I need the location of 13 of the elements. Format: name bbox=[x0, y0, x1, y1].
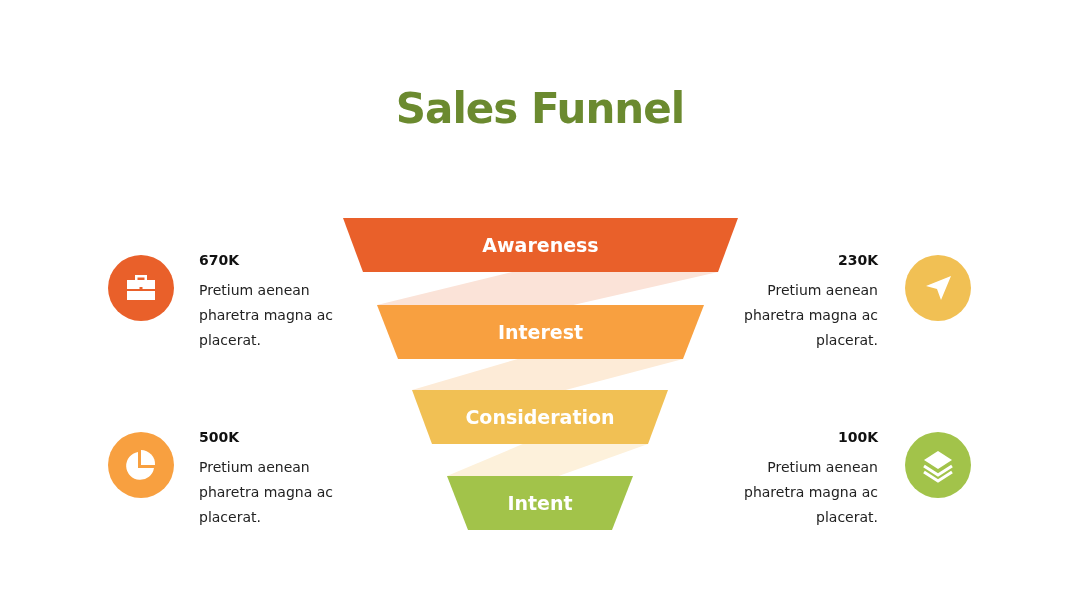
metric-value: 670K bbox=[199, 252, 240, 268]
description-text: Pretium aenean pharetra magna ac placerat. bbox=[199, 281, 334, 350]
metric-value: 500K bbox=[199, 429, 240, 445]
metric-value: 100K bbox=[837, 429, 878, 445]
description-text: Pretium aenean pharetra magna ac placerat. bbox=[199, 458, 334, 527]
description-text: Pretium aenean pharetra magna ac placerat. bbox=[743, 281, 878, 350]
funnel-stage: Interest bbox=[377, 305, 704, 359]
metric-value: 230K bbox=[837, 252, 878, 268]
title: Sales Funnel bbox=[394, 84, 686, 133]
funnel-stage: Awareness bbox=[343, 218, 738, 272]
funnel-stage: Consideration bbox=[412, 390, 668, 444]
funnel-stage: Intent bbox=[447, 476, 633, 530]
description-text: Pretium aenean pharetra magna ac placerat. bbox=[743, 458, 878, 527]
